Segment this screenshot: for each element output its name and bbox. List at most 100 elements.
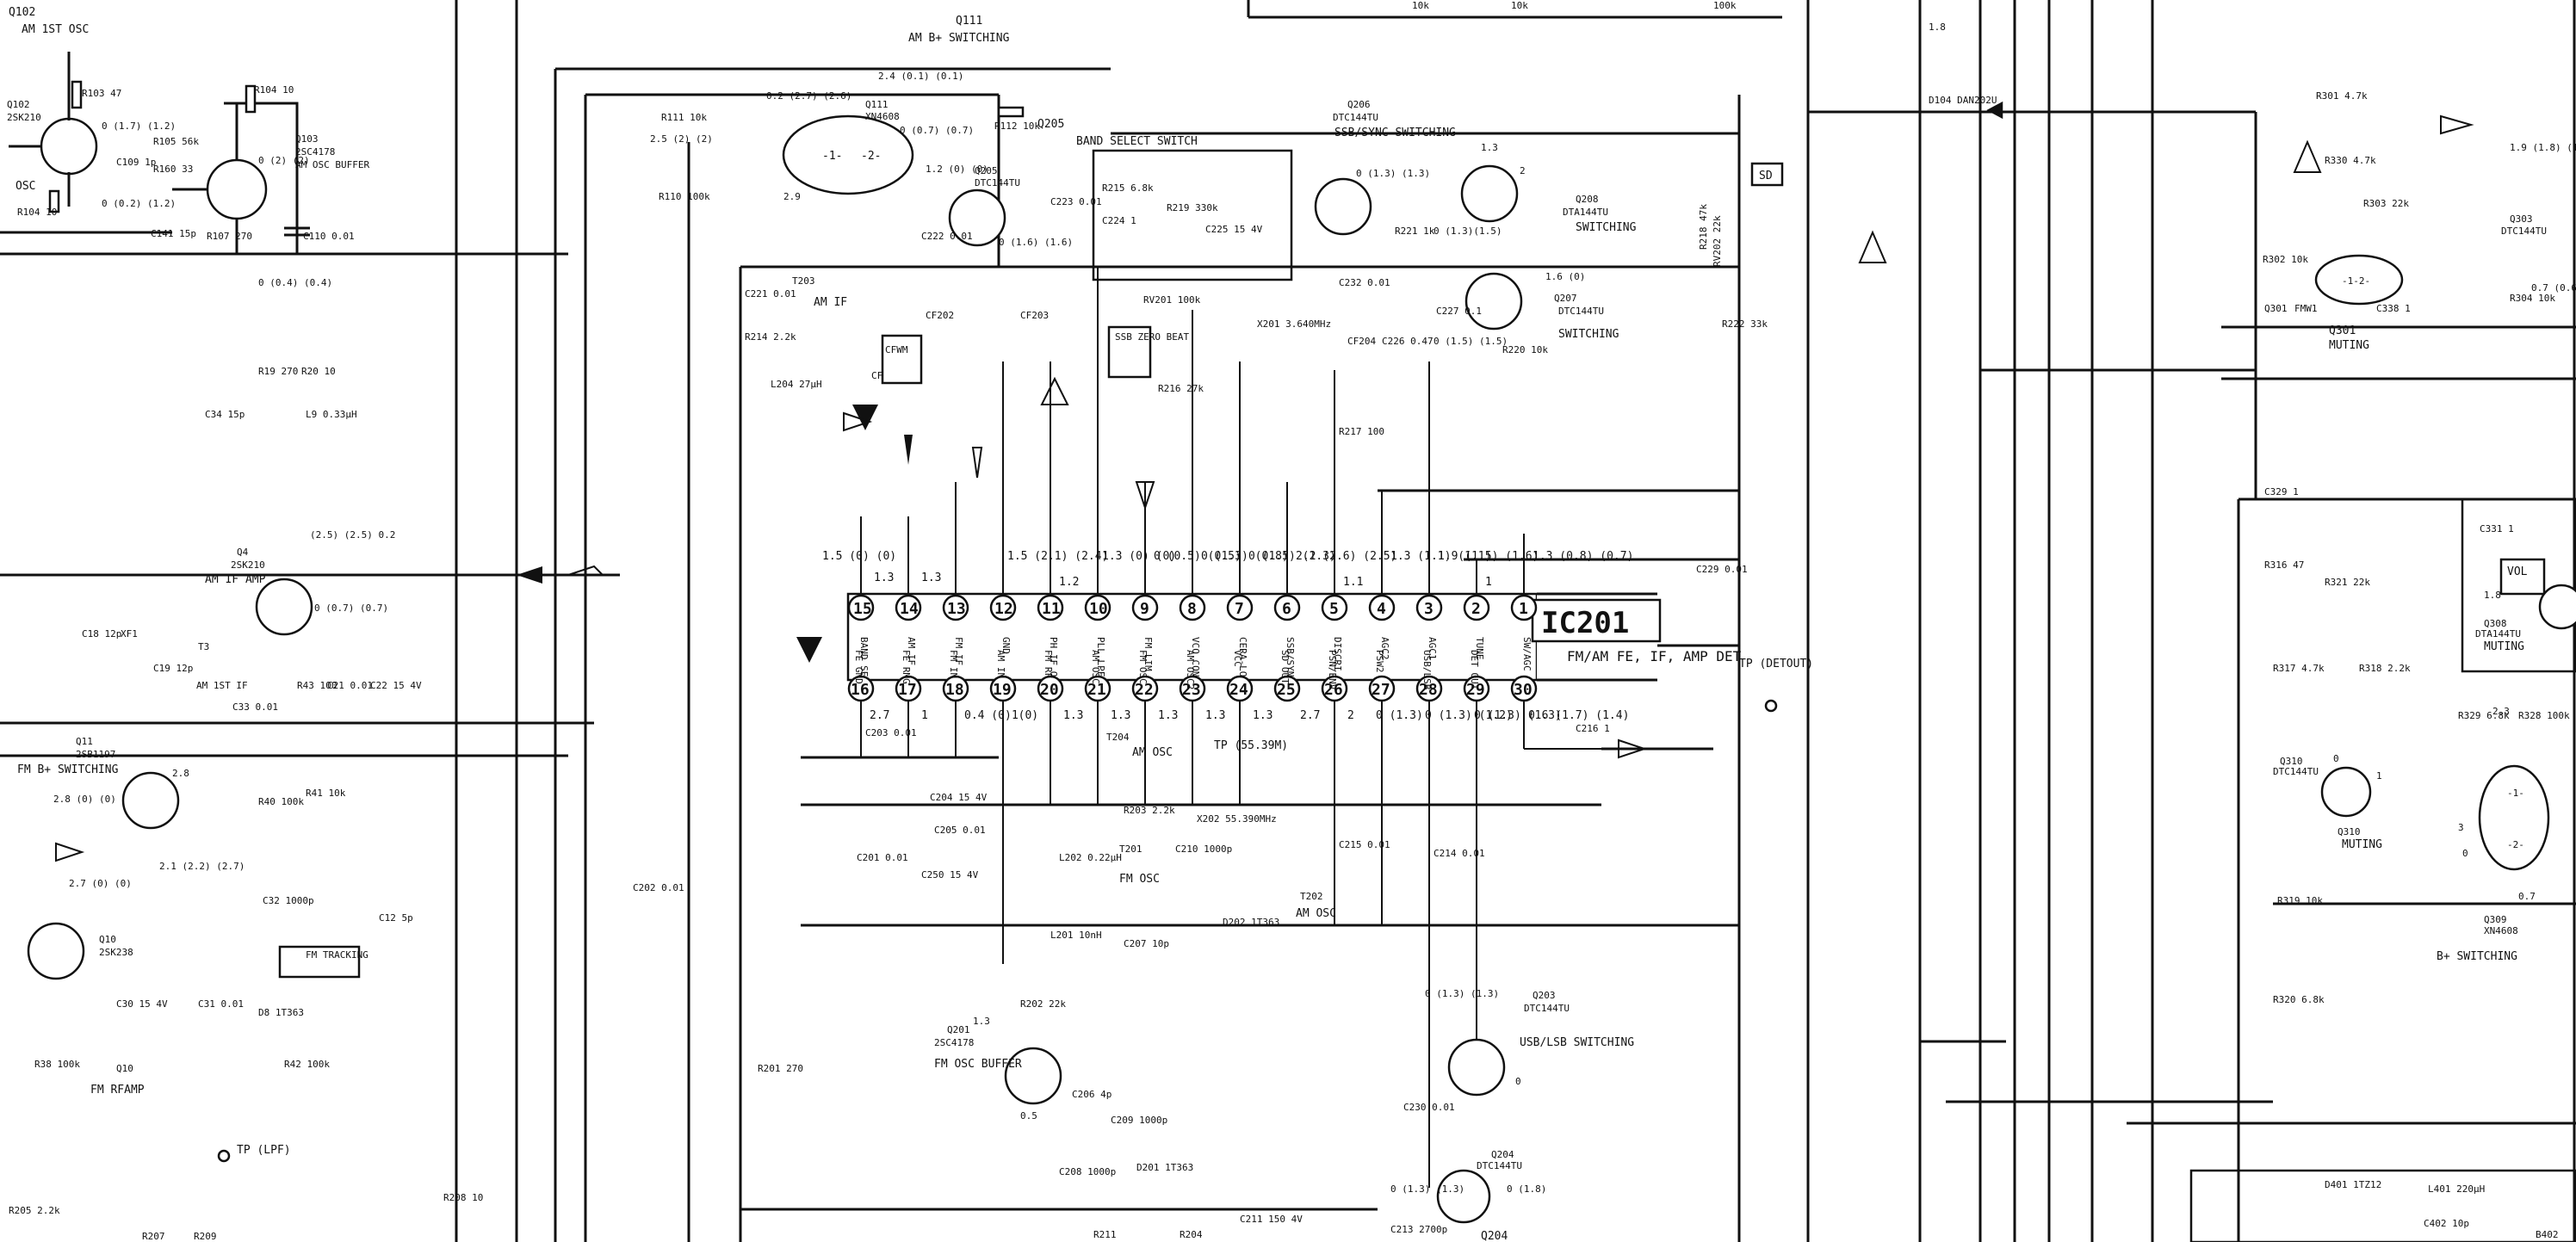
svg-text:R219 330k: R219 330k — [1167, 202, 1218, 213]
ic-pin-30: 30 0.6 (1.7) (1.4) — [1510, 675, 1629, 722]
svg-text:10k: 10k — [1412, 0, 1429, 11]
svg-text:-1-: -1- — [822, 150, 842, 163]
svg-text:2.8 (0) (0): 2.8 (0) (0) — [53, 794, 116, 805]
svg-text:AM OSC: AM OSC — [1090, 650, 1101, 684]
svg-text:Q207: Q207 — [1554, 293, 1577, 304]
svg-text:1.8: 1.8 — [1929, 22, 1946, 33]
svg-text:0.7: 0.7 — [2518, 891, 2536, 902]
svg-text:R205 2.2k: R205 2.2k — [9, 1205, 60, 1216]
svg-text:L9 0.33µH: L9 0.33µH — [306, 409, 357, 420]
svg-text:0 (1.3)(1.5): 0 (1.3)(1.5) — [1434, 226, 1502, 237]
q310-muting: Q310 DTC144TU 0 1 Q310 MUTING R319 10k R… — [2273, 753, 2382, 1005]
svg-text:AM OSC: AM OSC — [1132, 746, 1173, 759]
svg-text:R320 6.8k: R320 6.8k — [2273, 994, 2325, 1005]
svg-text:AGC1: AGC1 — [1427, 637, 1438, 660]
svg-text:FM OSC: FM OSC — [1137, 650, 1149, 684]
q206-ssb-sync: Q206 DTC144TU SSB/SYNC SWITCHING 0 (1.3)… — [1205, 99, 1502, 237]
svg-text:SW/AGC: SW/AGC — [1521, 637, 1533, 671]
svg-text:6: 6 — [1282, 600, 1291, 618]
svg-text:R211: R211 — [1093, 1229, 1117, 1240]
svg-text:AM OSC: AM OSC — [1296, 907, 1336, 920]
if-stage: C221 0.01 R214 2.2k T203 AM IF L204 27µH… — [745, 275, 1748, 575]
svg-text:Q205: Q205 — [1037, 118, 1064, 131]
ic-pin-wires — [860, 267, 1610, 1188]
svg-text:1.2 (0) (0): 1.2 (0) (0) — [926, 164, 988, 175]
svg-text:Q102: Q102 — [7, 99, 30, 110]
svg-text:Q204: Q204 — [1481, 1230, 1508, 1242]
svg-text:C32 1000p: C32 1000p — [263, 895, 314, 906]
svg-text:C30 15 4V: C30 15 4V — [116, 998, 168, 1010]
svg-text:R328 100k: R328 100k — [2518, 710, 2570, 721]
svg-text:30: 30 — [1514, 681, 1533, 699]
svg-text:D401 1TZ12: D401 1TZ12 — [2325, 1179, 2381, 1190]
svg-text:USB/LSB: USB/LSB — [1421, 650, 1433, 690]
svg-text:0: 0 — [2462, 848, 2468, 859]
svg-text:Q205: Q205 — [975, 165, 998, 176]
svg-text:L201 10nH: L201 10nH — [1050, 930, 1102, 941]
arrow-icon — [852, 405, 878, 430]
svg-text:C329 1: C329 1 — [2264, 486, 2299, 497]
svg-text:AGC2: AGC2 — [1379, 637, 1390, 660]
svg-text:C12 5p: C12 5p — [379, 912, 413, 924]
svg-text:1.3: 1.3 — [973, 1016, 990, 1027]
svg-text:2SB1197: 2SB1197 — [76, 749, 115, 760]
svg-text:DISCRI: DISCRI — [1332, 637, 1343, 671]
svg-text:Q103: Q103 — [295, 133, 319, 145]
svg-text:VCO CONT: VCO CONT — [1190, 637, 1201, 683]
svg-text:C221 0.01: C221 0.01 — [745, 288, 796, 300]
svg-text:C109 1p: C109 1p — [116, 157, 156, 168]
arrow-icon — [1040, 376, 1069, 405]
svg-text:0 (0.7) (0.7): 0 (0.7) (0.7) — [314, 602, 388, 614]
svg-text:8: 8 — [1187, 600, 1197, 618]
q4-am-if-amp: R19 270 R20 10 C34 15p L9 0.33µH Q4 2SK2… — [82, 366, 422, 713]
svg-text:5: 5 — [1329, 600, 1339, 618]
svg-text:C210 1000p: C210 1000p — [1175, 843, 1232, 855]
svg-text:0 (1.5) (1.5): 0 (1.5) (1.5) — [1434, 336, 1508, 347]
svg-text:CF203: CF203 — [1020, 310, 1049, 321]
svg-text:2.4 (0.1) (0.1): 2.4 (0.1) (0.1) — [878, 71, 963, 82]
svg-text:SWITCHING: SWITCHING — [1558, 328, 1619, 341]
ic-pin-9: 9FM LIM IN0 (0.5) (0.5) — [1131, 550, 1242, 689]
svg-text:26: 26 — [1324, 681, 1343, 699]
svg-text:TUNE: TUNE — [1474, 637, 1485, 660]
svg-text:2.7: 2.7 — [1300, 709, 1320, 722]
svg-text:OSC: OSC — [15, 180, 35, 193]
svg-text:C207 10p: C207 10p — [1124, 938, 1169, 949]
svg-text:R216 27k: R216 27k — [1158, 383, 1204, 394]
svg-text:1.3: 1.3 — [921, 572, 941, 584]
svg-text:R222 33k: R222 33k — [1722, 318, 1768, 330]
svg-text:T202: T202 — [1300, 891, 1323, 902]
fm-osc-section: C202 0.01 C203 0.01 C204 15 4V C205 0.01… — [633, 658, 1813, 949]
svg-text:2SK238: 2SK238 — [99, 947, 133, 958]
svg-text:0 (0.5) (0.5): 0 (0.5) (0.5) — [1154, 550, 1242, 563]
svg-text:SSB/SYNC SWITCHING: SSB/SYNC SWITCHING — [1334, 127, 1456, 139]
svg-text:Q102: Q102 — [9, 6, 35, 19]
svg-text:R110 100k: R110 100k — [659, 191, 710, 202]
q208-switching: 1.3 2 Q208 DTA144TU SWITCHING R218 47k R… — [1460, 142, 1784, 330]
svg-text:1.1: 1.1 — [1343, 576, 1363, 589]
q102-am-osc: Q102 AM 1ST OSC Q102 2SK210 OSC 0 (1.7) … — [0, 6, 199, 239]
svg-text:2.2 (2.6) (2.5): 2.2 (2.6) (2.5) — [1296, 550, 1396, 563]
svg-text:T204: T204 — [1106, 732, 1130, 743]
svg-text:C206 4p: C206 4p — [1072, 1089, 1112, 1100]
svg-text:R38 100k: R38 100k — [34, 1059, 80, 1070]
svg-text:FMW1: FMW1 — [2294, 303, 2318, 314]
svg-text:2.8: 2.8 — [172, 768, 189, 779]
svg-text:R209: R209 — [194, 1231, 217, 1242]
svg-text:C223 0.01: C223 0.01 — [1050, 196, 1102, 207]
svg-text:L204 27µH: L204 27µH — [771, 379, 822, 390]
svg-text:2SC4178: 2SC4178 — [934, 1037, 974, 1048]
svg-text:0.6 (1.7) (1.4): 0.6 (1.7) (1.4) — [1528, 709, 1629, 722]
q203-usb-lsb: 0 (1.3) (1.3) Q203 DTC144TU USB/LSB SWIT… — [1403, 988, 1634, 1113]
q204: Q204 DTC144TU 0 (1.8) 0 (1.3) (1.3) Q204… — [9, 1149, 1546, 1242]
svg-text:B402: B402 — [2536, 1229, 2559, 1240]
